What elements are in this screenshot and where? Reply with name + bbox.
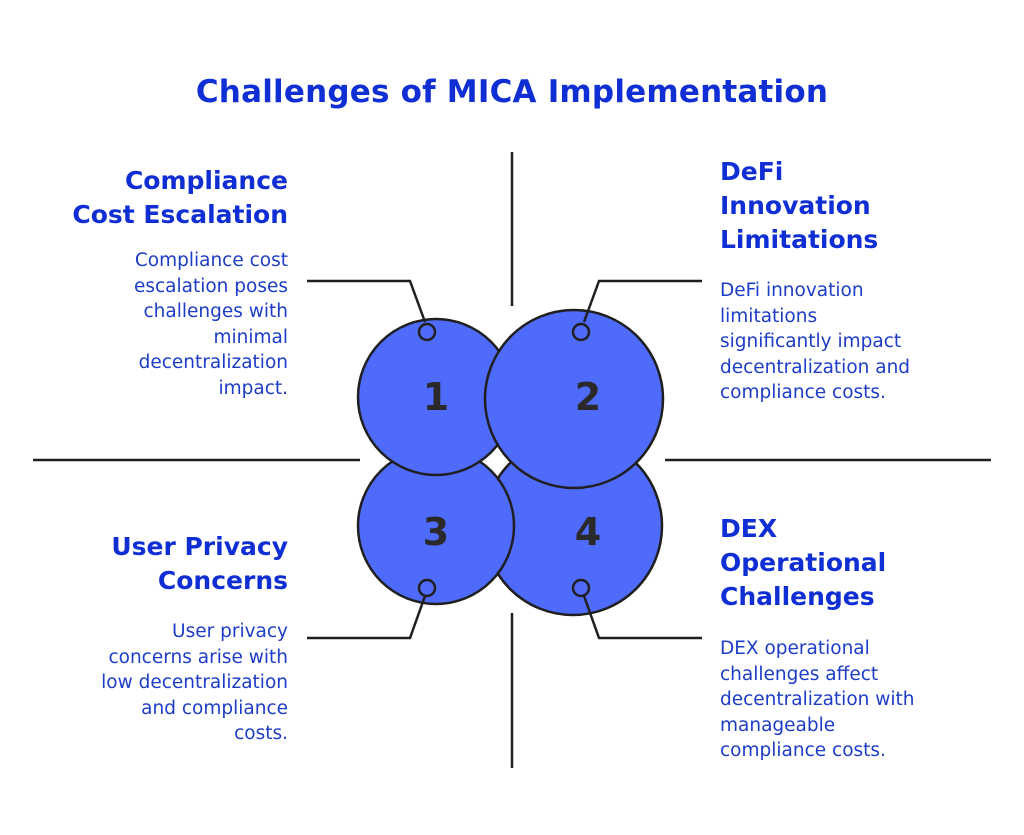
heading-line: DeFi: [720, 157, 784, 186]
leader-line-1: [307, 279, 427, 323]
heading-user-privacy-concerns: User Privacy Concerns: [111, 530, 288, 598]
heading-line: DEX: [720, 514, 778, 543]
desc-line: decentralization: [138, 352, 288, 373]
desc-line: minimal: [213, 326, 288, 348]
desc-user-privacy-concerns: User privacy concerns arise with low dec…: [101, 619, 288, 747]
heading-line: Innovation: [720, 191, 871, 220]
desc-line: low decentralization: [101, 672, 288, 693]
connector-dot-2: [571, 322, 591, 342]
heading-compliance-cost-escalation: Compliance Cost Escalation: [72, 164, 288, 232]
desc-line: decentralization with: [720, 689, 915, 710]
desc-line: limitations: [720, 305, 818, 327]
number-4: 4: [575, 510, 601, 554]
desc-dex-operational-challenges: DEX operational challenges affect decent…: [720, 636, 915, 764]
heading-line: Compliance: [124, 166, 288, 195]
desc-line: challenges with: [143, 301, 288, 322]
desc-line: and compliance: [141, 697, 288, 719]
desc-line: Compliance cost: [134, 250, 288, 271]
heading-line: Concerns: [157, 566, 288, 595]
desc-line: challenges affect: [720, 663, 879, 685]
desc-line: significantly impact: [720, 331, 902, 352]
number-1: 1: [423, 375, 449, 419]
desc-line: User privacy: [172, 621, 288, 642]
number-2: 2: [575, 375, 601, 419]
number-3: 3: [423, 510, 449, 554]
leader-line-3: [307, 595, 427, 640]
connector-dot-3: [417, 578, 437, 598]
heading-line: Cost Escalation: [72, 200, 288, 229]
desc-line: compliance costs.: [720, 740, 886, 761]
heading-defi-innovation-limitations: DeFi Innovation Limitations: [720, 155, 878, 257]
desc-line: manageable: [720, 714, 836, 736]
connector-dot-4: [571, 578, 591, 598]
heading-line: Operational: [720, 548, 887, 577]
desc-line: escalation poses: [133, 275, 288, 297]
desc-line: impact.: [218, 377, 288, 399]
page-title: Challenges of MICA Implementation: [195, 74, 829, 110]
heading-line: Challenges: [720, 582, 875, 611]
circle-2: [483, 308, 665, 490]
desc-line: concerns arise with: [108, 646, 288, 668]
leader-line-2: [582, 279, 702, 323]
desc-line: costs.: [234, 723, 288, 744]
heading-line: User Privacy: [111, 532, 288, 561]
desc-line: compliance costs.: [720, 382, 886, 403]
leader-line-4: [582, 595, 702, 640]
desc-line: DEX operational: [720, 638, 870, 659]
desc-compliance-cost-escalation: Compliance cost escalation poses challen…: [134, 248, 288, 401]
desc-line: DeFi innovation: [720, 280, 864, 301]
connector-dot-1: [417, 322, 437, 342]
desc-line: decentralization and: [720, 356, 911, 378]
desc-defi-innovation-limitations: DeFi innovation limitations significantl…: [720, 278, 910, 406]
heading-dex-operational-challenges: DEX Operational Challenges: [720, 512, 886, 614]
heading-line: Limitations: [720, 225, 879, 254]
